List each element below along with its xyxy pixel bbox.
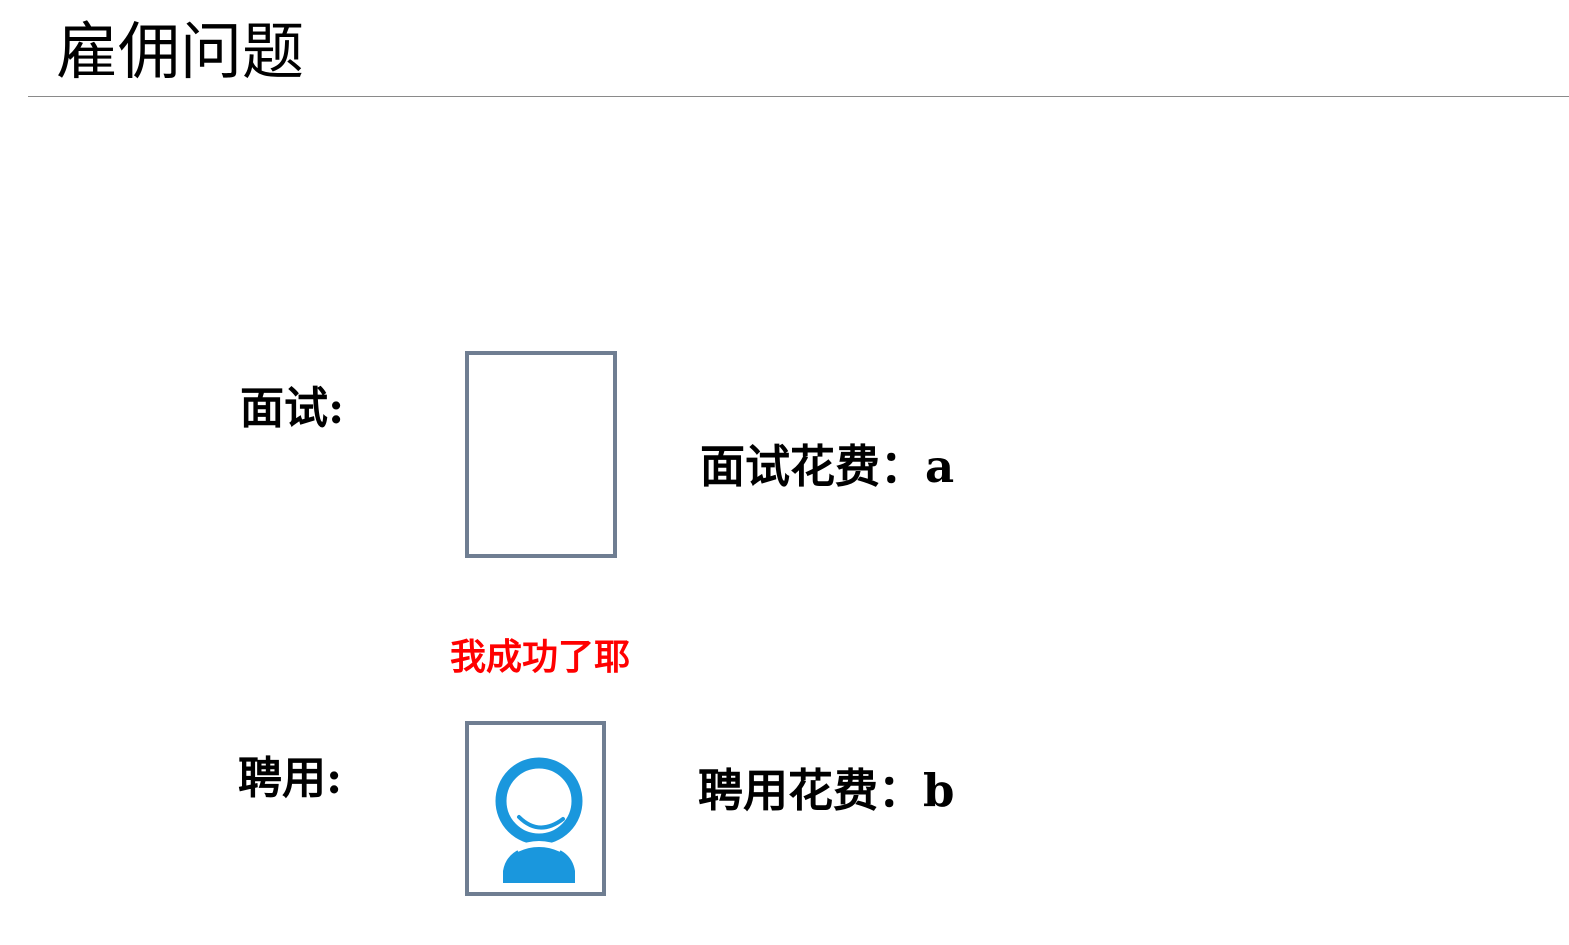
empty-candidate-frame: [465, 351, 617, 558]
interview-label: 面试:: [240, 383, 345, 434]
title-divider: [28, 96, 1569, 97]
person-icon: [495, 757, 583, 883]
hire-label: 聘用:: [238, 753, 343, 804]
hire-cost-text: 聘用花费：b: [698, 764, 955, 817]
hired-candidate-frame: [465, 721, 606, 896]
interview-cost-text: 面试花费：a: [700, 440, 955, 493]
success-note: 我成功了耶: [450, 636, 631, 678]
page-title: 雇佣问题: [56, 15, 305, 88]
